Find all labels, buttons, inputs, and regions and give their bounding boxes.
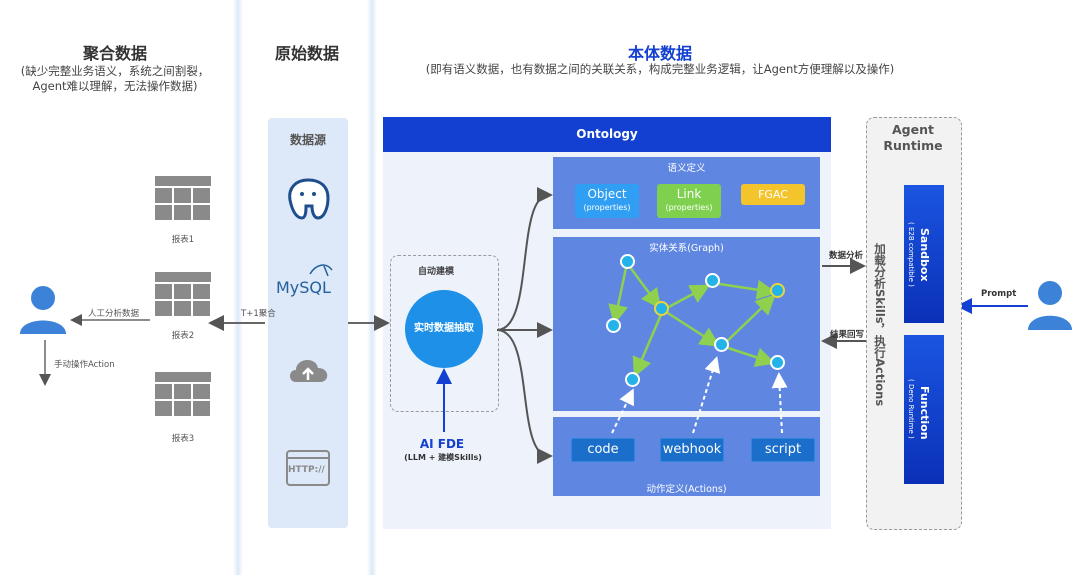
runtime-title-2: Runtime bbox=[883, 138, 943, 153]
aggregate-label: T+1聚合 bbox=[241, 309, 276, 319]
link-label: Link bbox=[676, 187, 702, 201]
http-label: HTTP:// bbox=[288, 465, 325, 475]
aggregate-subtitle-2: Agent难以理解，无法操作数据) bbox=[32, 79, 198, 93]
function-sub: ( Deno Runtime ) bbox=[907, 379, 915, 439]
runtime-title: Agent Runtime bbox=[866, 122, 960, 154]
ontology-title: 本体数据 bbox=[627, 44, 692, 63]
prompt-label: Prompt bbox=[981, 289, 1017, 299]
fgac-pill: FGAC bbox=[741, 184, 805, 205]
sandbox-label: Sandbox bbox=[918, 228, 931, 282]
object-pill: Object (properties) bbox=[575, 184, 639, 218]
graph-node bbox=[714, 337, 729, 352]
user-icon bbox=[20, 286, 66, 334]
manual-analysis-label: 人工分析数据 bbox=[88, 309, 140, 319]
link-sub: (properties) bbox=[665, 203, 713, 212]
column-separator bbox=[233, 0, 243, 575]
report-table-icon bbox=[155, 372, 211, 416]
ai-fde-label: AI FDE bbox=[419, 437, 465, 451]
report-label-1: 报表1 bbox=[171, 235, 195, 245]
graph-node bbox=[620, 254, 635, 269]
manual-action-label: 手动操作Action bbox=[54, 360, 115, 370]
object-label: Object bbox=[587, 187, 627, 201]
report-label-2: 报表2 bbox=[171, 331, 195, 341]
extract-circle: 实时数据抽取 bbox=[405, 290, 483, 368]
report-table-icon bbox=[155, 272, 211, 316]
graph-node bbox=[625, 372, 640, 387]
ai-fde-sub: (LLM + 建模Skills) bbox=[404, 453, 482, 462]
data-analysis-label: 数据分析 bbox=[829, 251, 864, 261]
http-icon bbox=[286, 450, 330, 486]
function-label: Function bbox=[918, 386, 931, 440]
function-box bbox=[904, 335, 944, 484]
data-source-title: 数据源 bbox=[289, 133, 326, 147]
graph-node bbox=[606, 318, 621, 333]
graph-node bbox=[770, 283, 785, 298]
code-button[interactable]: code bbox=[571, 438, 635, 462]
auto-model-title: 自动建模 bbox=[418, 267, 455, 277]
ontology-header: Ontology bbox=[383, 117, 831, 152]
runtime-title-1: Agent bbox=[892, 122, 934, 137]
dolphin-icon bbox=[309, 264, 333, 277]
column-separator bbox=[367, 0, 377, 575]
sandbox-sub: ( E2B compatible ) bbox=[907, 222, 915, 287]
sandbox-box bbox=[904, 185, 944, 323]
user-icon bbox=[1028, 281, 1072, 330]
script-button[interactable]: script bbox=[751, 438, 815, 462]
runtime-vertical-label: 加载分析Skills，执行Actions bbox=[873, 243, 887, 407]
ontology-subtitle: (即有语义数据，也有数据之间的关联关系，构成完整业务逻辑，让Agent方便理解以… bbox=[425, 62, 895, 76]
report-label-3: 报表3 bbox=[171, 434, 195, 444]
object-sub: (properties) bbox=[583, 203, 631, 212]
cloud-upload-icon bbox=[290, 359, 328, 382]
graph-node bbox=[705, 273, 720, 288]
aggregate-title: 聚合数据 bbox=[82, 44, 147, 63]
postgresql-icon bbox=[288, 178, 330, 220]
link-pill: Link (properties) bbox=[657, 184, 721, 218]
report-table-icon bbox=[155, 176, 211, 220]
graph-node bbox=[770, 355, 785, 370]
semantic-title: 语义定义 bbox=[667, 163, 706, 174]
raw-title: 原始数据 bbox=[274, 44, 339, 63]
graph-node bbox=[654, 301, 669, 316]
graph-title: 实体关系(Graph) bbox=[649, 243, 724, 254]
actions-title: 动作定义(Actions) bbox=[646, 484, 727, 495]
webhook-button[interactable]: webhook bbox=[660, 438, 724, 462]
mysql-icon: MySQL bbox=[276, 278, 331, 297]
aggregate-subtitle-1: (缺少完整业务语义，系统之间割裂， bbox=[20, 64, 210, 78]
result-writeback-label: 结果回写 bbox=[830, 330, 865, 340]
